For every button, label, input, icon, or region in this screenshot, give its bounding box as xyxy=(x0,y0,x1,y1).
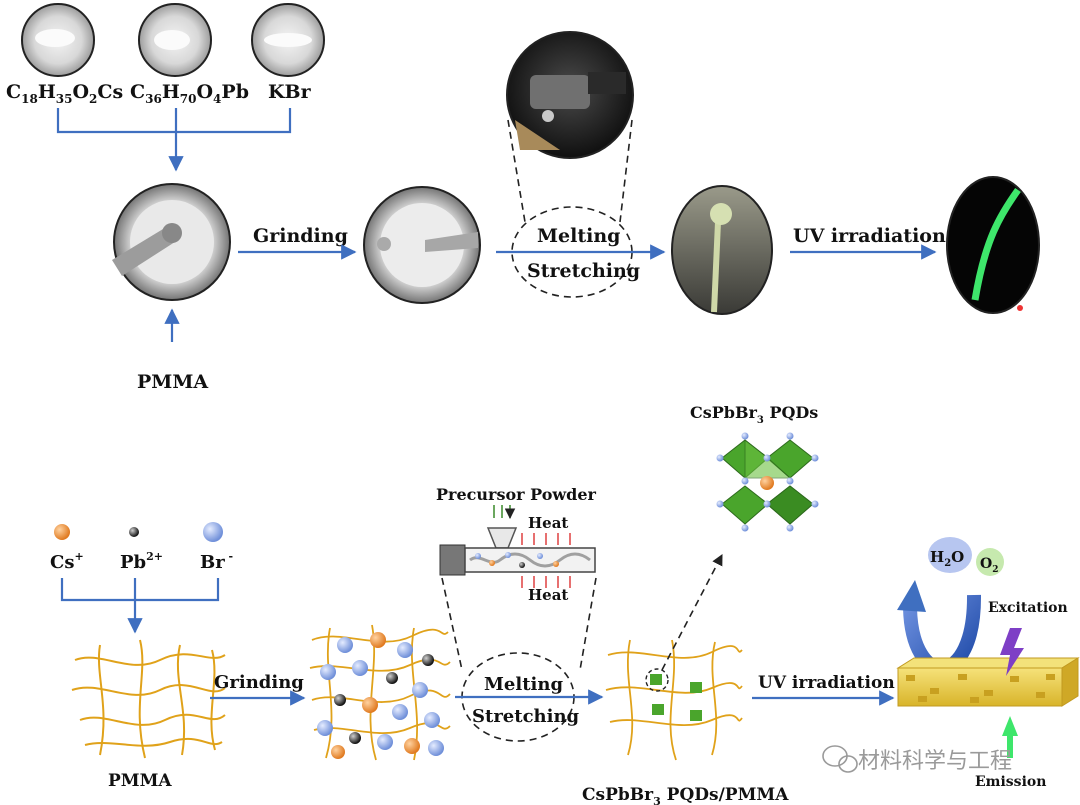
label-o2: O2 xyxy=(980,556,998,575)
pmma-network-icon xyxy=(71,639,226,759)
precursor-photo-pb xyxy=(138,3,212,77)
composite-network-icon xyxy=(605,639,743,761)
label-grinding-bottom: Grinding xyxy=(214,672,304,693)
label-uv-bottom: UV irradiation xyxy=(758,673,895,693)
precursor-photo-kbr xyxy=(251,3,325,77)
watermark: 材料科学与工程 xyxy=(822,745,1012,774)
label-stretching-bottom: Stretching xyxy=(472,706,580,727)
glowing-fiber-photo xyxy=(946,176,1040,314)
label-br-ion: Br - xyxy=(200,550,233,573)
perovskite-crystal-icon xyxy=(716,432,819,532)
label-precursor-powder: Precursor Powder xyxy=(436,485,597,504)
label-c18h35o2cs: C18H35O2Cs xyxy=(6,81,123,106)
label-cs-ion: Cs+ xyxy=(50,550,84,573)
label-excitation: Excitation xyxy=(988,600,1068,616)
label-c36h70o4pb: C36H70O4Pb xyxy=(130,81,249,106)
label-pmma-top: PMMA xyxy=(137,371,208,393)
h2o-bubble xyxy=(928,537,972,573)
label-pb-ion: Pb2+ xyxy=(120,550,163,573)
precursor-connector xyxy=(56,108,292,172)
label-pmma-bottom: PMMA xyxy=(108,771,172,791)
precursor-photo-cs xyxy=(21,3,95,77)
watermark-text: 材料科学与工程 xyxy=(858,749,1012,774)
mortar-photo-1 xyxy=(112,183,231,301)
mixture-icon xyxy=(309,624,451,761)
ion-connector xyxy=(60,578,220,634)
label-h2o: H2O xyxy=(930,548,964,569)
label-heat-bottom: Heat xyxy=(528,586,568,604)
excitation-bolt-icon xyxy=(1000,628,1024,676)
br-ion-icon xyxy=(203,522,223,542)
composite-block-icon xyxy=(896,657,1080,707)
label-uv-top: UV irradiation xyxy=(793,225,946,247)
pb-ion-icon xyxy=(129,527,139,537)
label-melting-bottom: Melting xyxy=(484,674,563,695)
mortar-photo-2 xyxy=(363,186,481,304)
label-composite: CsPbBr3 PQDs/PMMA xyxy=(582,785,789,805)
label-pqds-title: CsPbBr3 PQDs xyxy=(690,403,818,426)
extruder-photo xyxy=(506,31,634,159)
cs-ion-icon xyxy=(54,524,70,540)
emission-arrow-icon xyxy=(1002,716,1018,758)
extruder-schematic xyxy=(439,505,596,588)
label-emission: Emission xyxy=(975,774,1046,790)
o2-bubble xyxy=(976,548,1004,576)
label-stretching-top: Stretching xyxy=(527,260,640,282)
label-grinding-top: Grinding xyxy=(253,225,348,247)
fiber-photo xyxy=(671,185,773,315)
zoom-arrow-pqds xyxy=(661,554,723,671)
label-kbr: KBr xyxy=(268,81,312,103)
label-heat-top: Heat xyxy=(528,514,568,532)
label-melting-top: Melting xyxy=(537,225,620,247)
